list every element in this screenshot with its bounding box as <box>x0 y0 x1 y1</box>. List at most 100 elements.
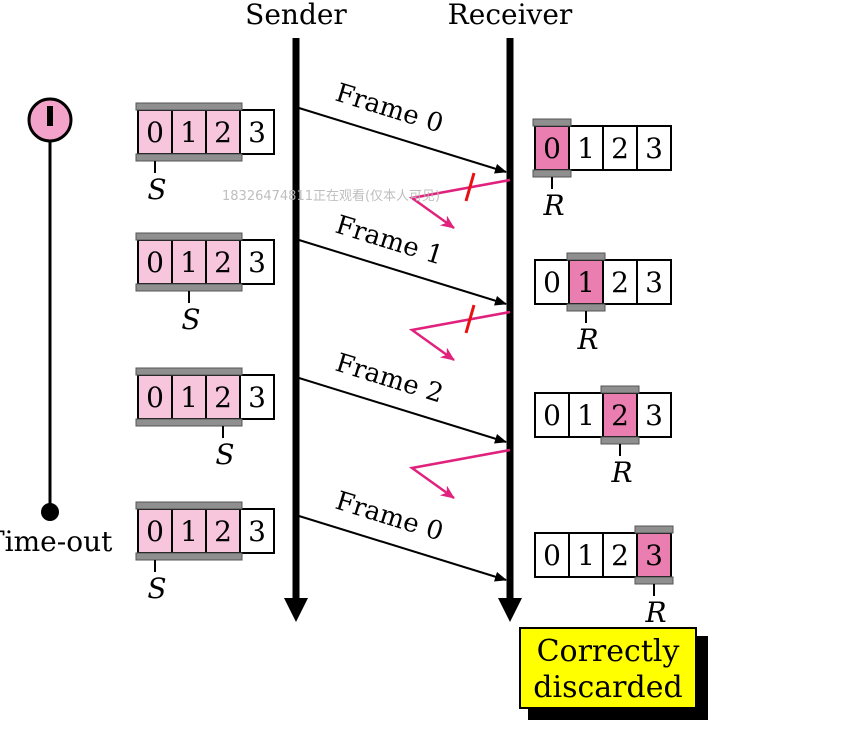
stopwatch-icon <box>27 97 73 143</box>
receiver-header: Receiver <box>448 0 573 31</box>
sequence-number: 3 <box>248 381 266 414</box>
timeout-label: Time-out <box>0 525 113 558</box>
frame-transmission: Frame 0 <box>298 486 507 582</box>
watermark-text: 18326474811正在观看(仅本人可见) <box>222 188 440 204</box>
sequence-number: 3 <box>248 515 266 548</box>
sequence-number: 0 <box>543 132 561 165</box>
frame-label: Frame 1 <box>332 210 447 271</box>
lost-ack-arrow <box>408 310 511 362</box>
frame-label: Frame 0 <box>332 486 447 547</box>
receive-pointer-label: R <box>576 323 598 356</box>
sender-timeline-arrowhead <box>284 598 308 622</box>
window-bar-bottom <box>600 436 640 445</box>
ack-cut-mark <box>464 172 476 202</box>
frame-label: Frame 0 <box>332 78 447 139</box>
sequence-number: 2 <box>611 266 629 299</box>
window-bar-bottom <box>532 169 572 178</box>
window-bar-top <box>634 525 674 534</box>
sequence-number: 1 <box>577 132 595 165</box>
sequence-number: 2 <box>214 515 232 548</box>
ack-cut-mark <box>464 304 476 334</box>
sequence-number: 1 <box>180 246 198 279</box>
sequence-cell <box>239 239 275 285</box>
sequence-number: 1 <box>180 116 198 149</box>
sequence-number: 3 <box>645 132 663 165</box>
frames-layer: Frame 0 Frame 1 Frame 2 Frame 0 <box>298 78 511 582</box>
sequence-number: 0 <box>146 381 164 414</box>
window-bar-top <box>532 118 572 127</box>
frame-transmission: Frame 0 <box>298 78 507 174</box>
window-bar-bottom <box>135 418 243 427</box>
lost-ack-arrow <box>408 448 511 500</box>
sequence-number: 2 <box>214 116 232 149</box>
window-highlight <box>138 509 240 553</box>
sequence-number: 1 <box>577 266 595 299</box>
window-highlight <box>603 393 637 437</box>
window-bar-top <box>135 102 243 111</box>
window-bar-bottom <box>566 303 606 312</box>
sequence-number: 0 <box>543 266 561 299</box>
frame-transmission: Frame 2 <box>298 348 507 444</box>
sequence-number: 3 <box>645 399 663 432</box>
receive-pointer-label: R <box>542 189 564 222</box>
window-bar-top <box>566 252 606 261</box>
lost-ack <box>408 172 511 230</box>
window-bar-bottom <box>135 283 243 292</box>
frame-arrow <box>298 377 507 444</box>
frame-transmission: Frame 1 <box>298 210 507 306</box>
window-bar-bottom <box>634 576 674 585</box>
sequence-number: 3 <box>248 116 266 149</box>
lost-ack-arrow <box>408 178 511 230</box>
sequence-number: 2 <box>611 539 629 572</box>
sequence-number: 0 <box>146 116 164 149</box>
window-highlight <box>138 240 240 284</box>
window-bar-bottom <box>135 153 243 162</box>
window-highlight <box>138 375 240 419</box>
sequence-cell <box>239 109 275 155</box>
sequence-number: 2 <box>611 399 629 432</box>
lost-ack <box>408 304 511 362</box>
window-bar-top <box>135 501 243 510</box>
sequence-number: 0 <box>146 515 164 548</box>
sequence-cell <box>636 259 672 305</box>
callout-line-2: discarded <box>533 670 682 705</box>
window-highlight <box>138 110 240 154</box>
sequence-cell <box>239 374 275 420</box>
send-pointer-label: S <box>147 173 166 206</box>
sequence-cell <box>636 125 672 171</box>
sequence-number: 3 <box>248 246 266 279</box>
sequence-number: 1 <box>180 381 198 414</box>
sequence-number: 1 <box>577 539 595 572</box>
frame-arrow <box>298 107 507 174</box>
sequence-number: 2 <box>214 381 232 414</box>
sender-header: Sender <box>245 0 347 31</box>
window-bar-top <box>600 385 640 394</box>
window-highlight <box>535 126 569 170</box>
callout-line-1: Correctly <box>537 634 680 669</box>
window-bar-top <box>135 232 243 241</box>
sequence-cell <box>636 392 672 438</box>
frame-label: Frame 2 <box>332 348 447 409</box>
sequence-number: 0 <box>146 246 164 279</box>
timeout-dot <box>41 503 59 521</box>
sequence-number: 1 <box>577 399 595 432</box>
sequence-number: 2 <box>611 132 629 165</box>
receiver-timeline-arrowhead <box>498 598 522 622</box>
window-bar-bottom <box>135 552 243 561</box>
send-pointer-label: S <box>215 438 234 471</box>
sequence-number: 3 <box>645 266 663 299</box>
sequence-number: 0 <box>543 539 561 572</box>
lost-ack <box>408 448 511 500</box>
correctly-discarded-callout: Correctly discarded <box>519 627 708 720</box>
frame-arrow <box>298 515 507 582</box>
sequence-cell <box>239 508 275 554</box>
